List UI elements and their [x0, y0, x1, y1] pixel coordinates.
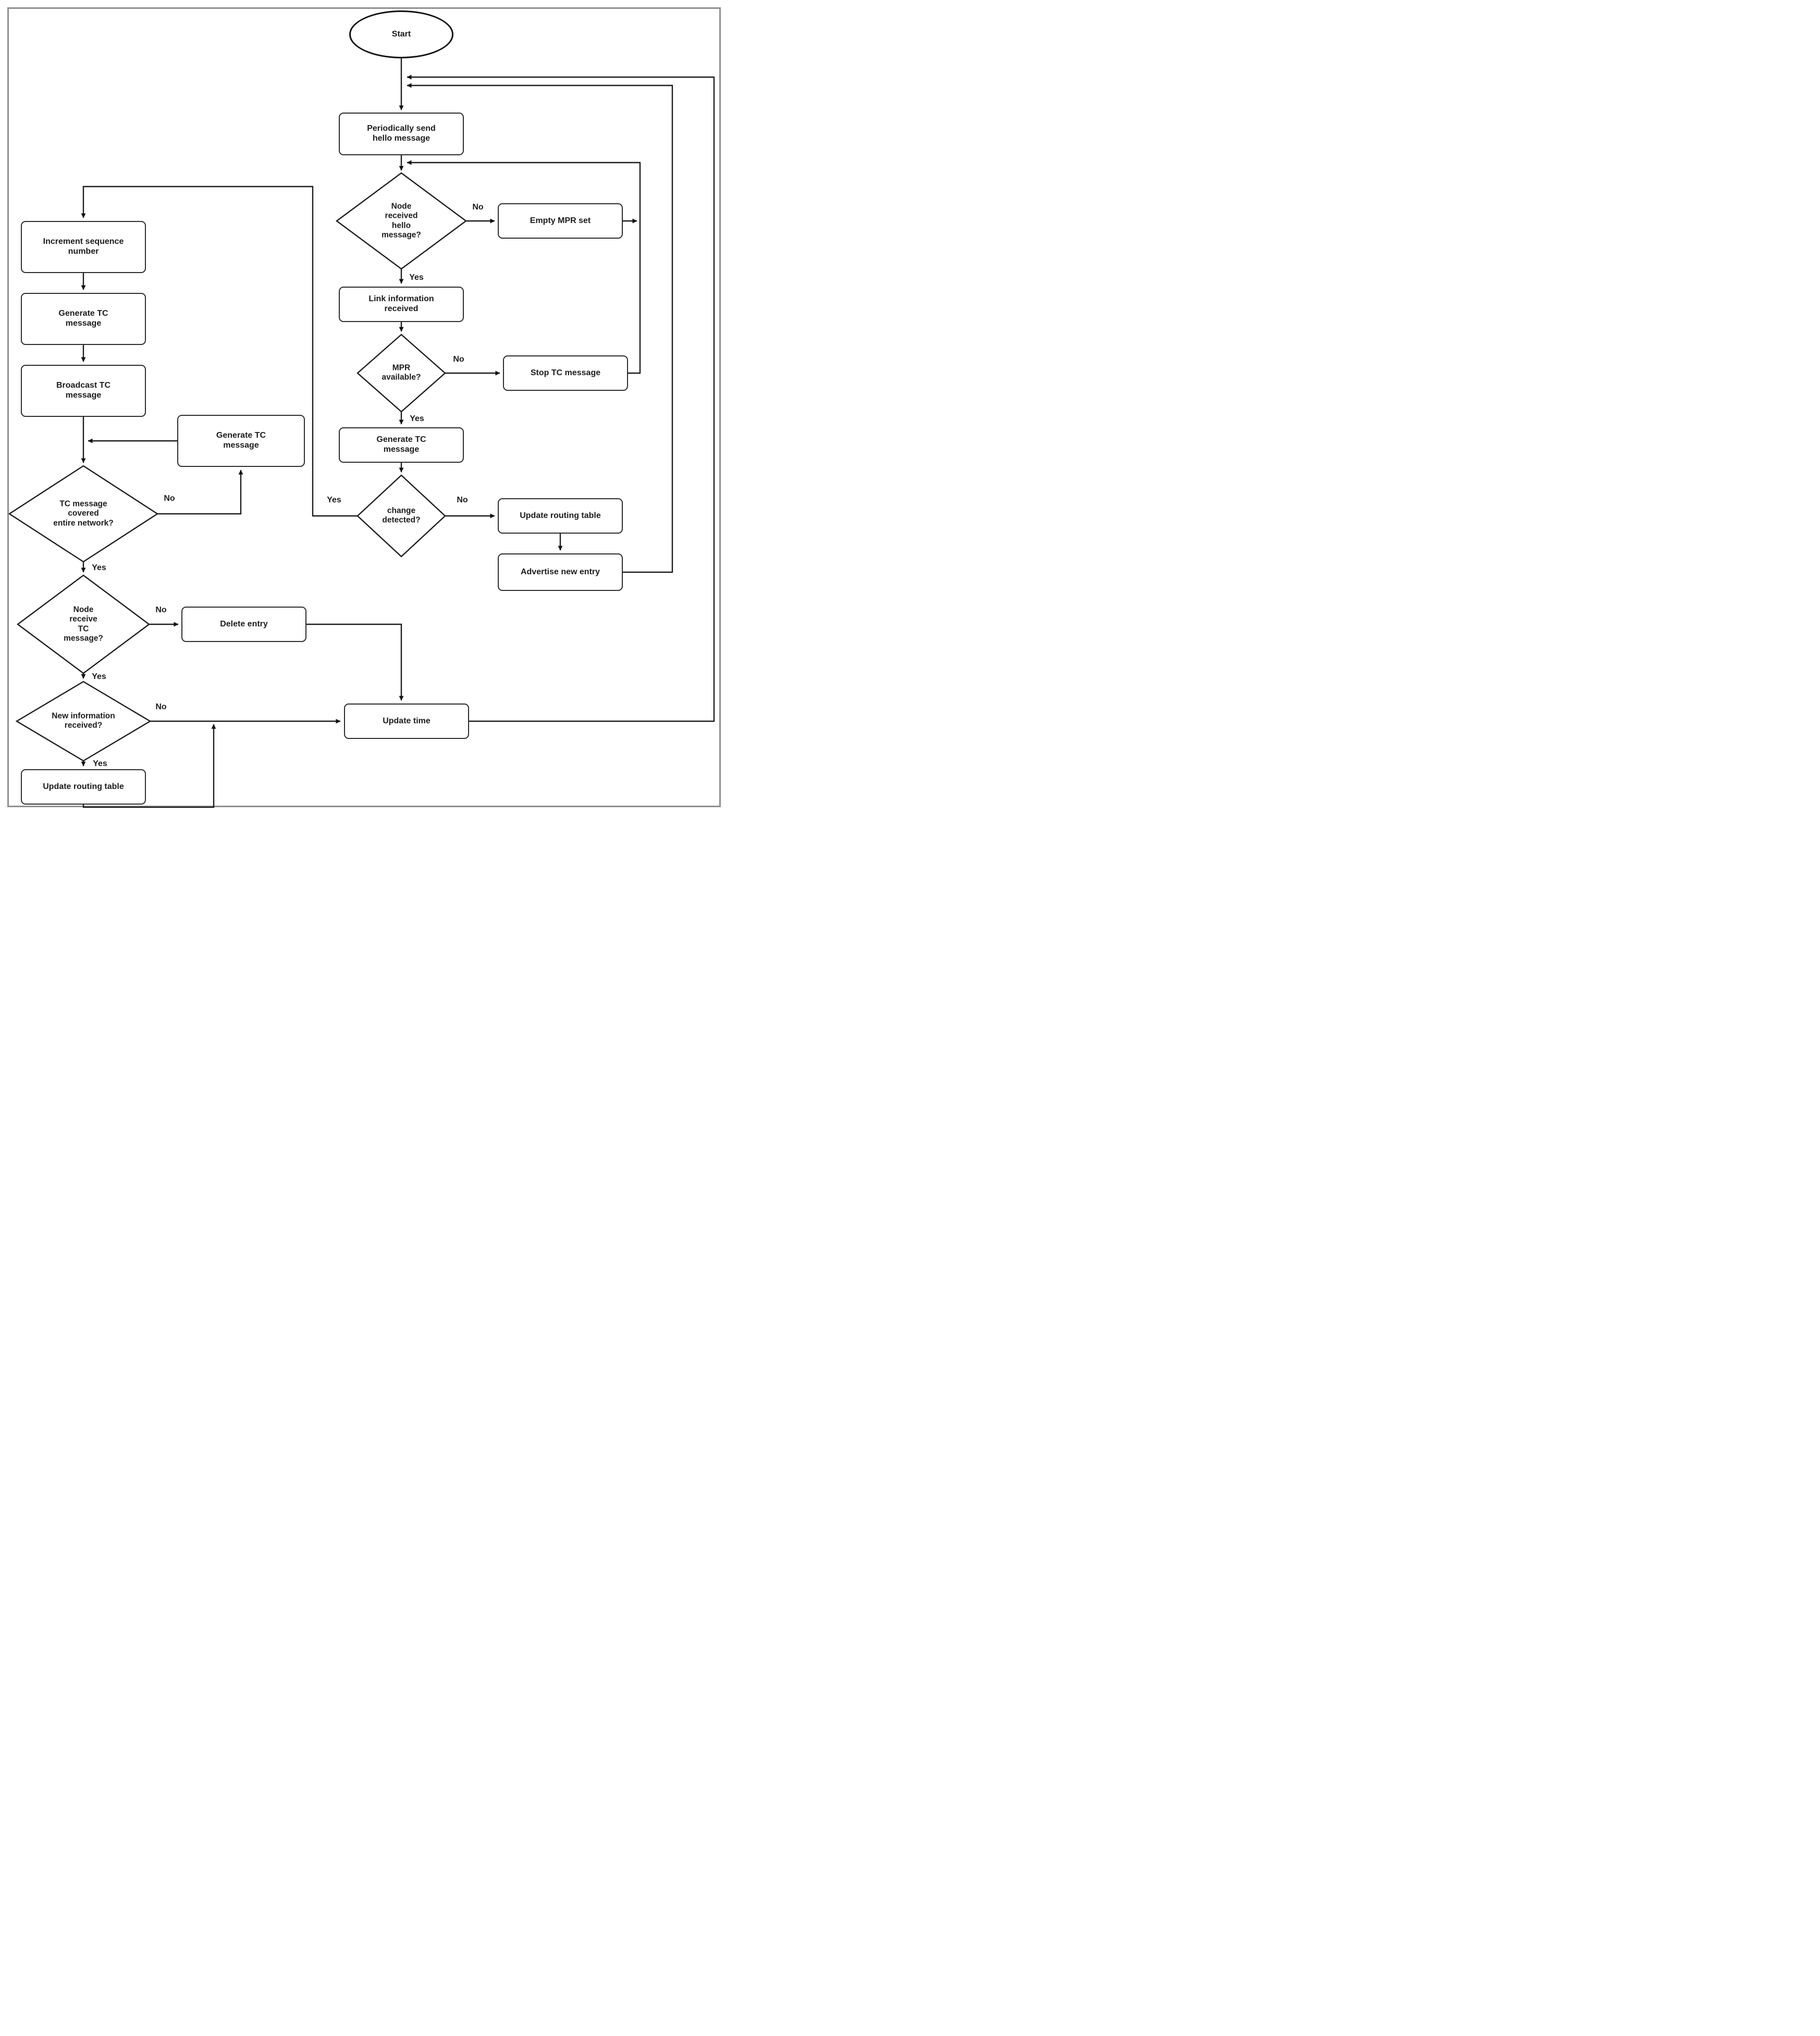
edge-stop-tc-feedback [407, 160, 641, 374]
branch-mpr-no: No [453, 355, 464, 364]
node-hello-decision-label: Node received hello message? [382, 202, 421, 240]
flowchart-canvas: Start Periodically send hello message Em… [0, 0, 730, 816]
branch-newinfo-no: No [155, 702, 167, 711]
node-covered-decision-label: TC message covered entire network? [53, 499, 114, 528]
edge-covered-decision-no [157, 470, 243, 515]
node-broadcast-tc-message: Broadcast TC message [21, 365, 146, 417]
node-start: Start [349, 10, 453, 58]
node-link-information-received: Link information received [339, 287, 464, 322]
branch-hello-no: No [472, 203, 484, 212]
node-increment-sequence-number: Increment sequence number [21, 221, 146, 273]
node-generate-tc-message-main: Generate TC message [339, 427, 464, 463]
connector-layer [8, 58, 715, 808]
figure-frame [7, 7, 721, 807]
node-empty-mpr-set: Empty MPR set [498, 203, 623, 239]
node-generate-tc-message-loop: Generate TC message [177, 415, 305, 467]
node-receive-tc-decision-shape [16, 574, 151, 674]
branch-mpr-yes: Yes [410, 414, 424, 423]
edge-delete-entry-to-update-time [306, 623, 404, 701]
node-change-decision-label: change detected? [382, 506, 421, 525]
node-new-info-decision-shape [15, 681, 152, 762]
node-update-time: Update time [344, 704, 469, 739]
edge-update-routing-bottom-loop [82, 724, 216, 808]
branch-receive-yes: Yes [92, 672, 106, 681]
node-change-decision-shape [356, 474, 446, 558]
node-covered-decision-shape [8, 465, 159, 563]
node-hello-decision-shape [335, 172, 468, 270]
node-stop-tc-message: Stop TC message [503, 355, 628, 391]
node-delete-entry: Delete entry [181, 607, 306, 642]
node-update-routing-table-bottom: Update routing table [21, 769, 146, 805]
node-update-routing-table-right: Update routing table [498, 498, 623, 534]
node-advertise-new-entry: Advertise new entry [498, 553, 623, 591]
branch-change-yes: Yes [327, 496, 341, 504]
branch-covered-yes: Yes [92, 563, 106, 572]
node-new-info-decision-label: New information received? [52, 711, 115, 730]
edge-advertise-feedback-top [407, 83, 673, 573]
branch-receive-no: No [155, 606, 167, 614]
branch-newinfo-yes: Yes [93, 759, 107, 768]
edge-update-time-feedback-top [407, 75, 715, 722]
node-mpr-decision-label: MPR available? [382, 363, 421, 382]
edge-change-decision-yes-to-increment [81, 186, 358, 517]
branch-change-no: No [457, 496, 468, 504]
node-receive-tc-decision-label: Node receive TC message? [64, 605, 103, 643]
node-generate-tc-message-left: Generate TC message [21, 293, 146, 345]
node-periodically-send-hello: Periodically send hello message [339, 113, 464, 155]
branch-hello-yes: Yes [409, 273, 424, 282]
branch-covered-no: No [164, 494, 175, 503]
node-mpr-decision-shape [356, 334, 446, 413]
